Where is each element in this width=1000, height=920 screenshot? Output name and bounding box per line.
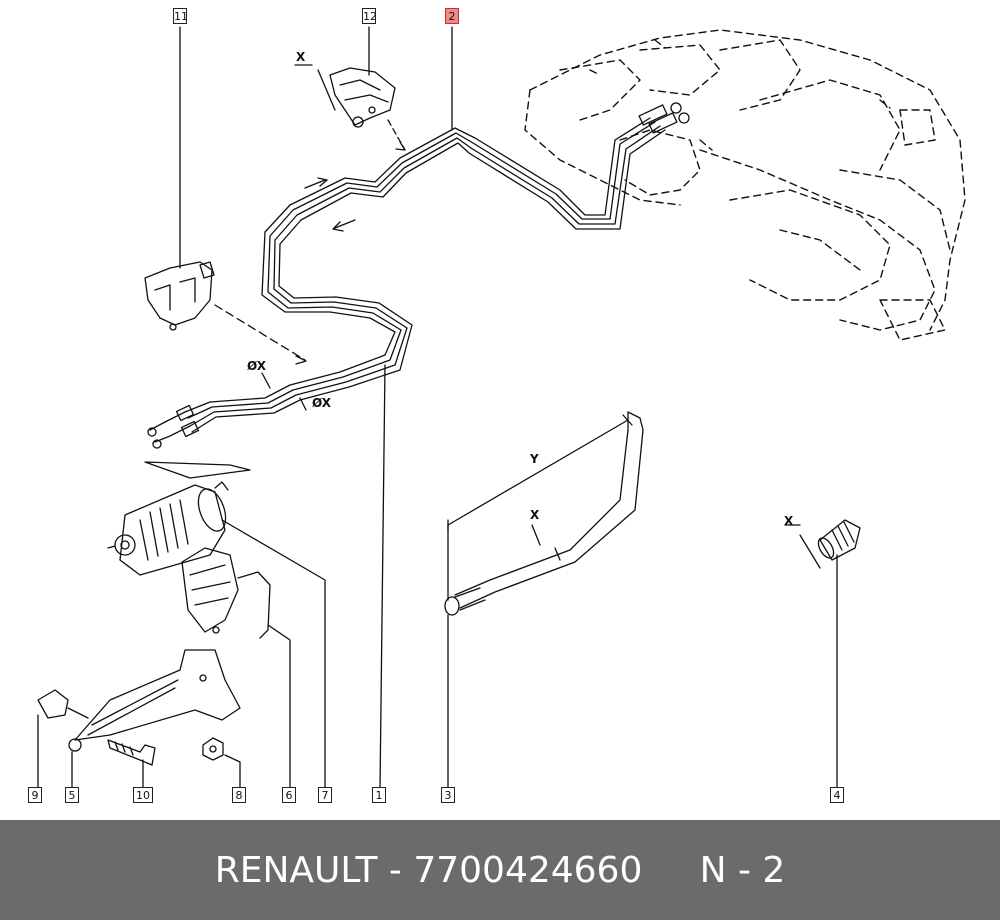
dim-dia-x-b: ØX	[312, 396, 332, 410]
callout-10[interactable]: 10	[133, 787, 153, 803]
clip-11	[144, 261, 307, 365]
pipe-end-fittings-right	[638, 102, 690, 134]
callout-5[interactable]: 5	[65, 787, 79, 803]
callout-11[interactable]: 11	[173, 8, 188, 24]
dim-x-fitting: X	[784, 514, 794, 528]
fitting-4	[784, 519, 861, 789]
vehicle-body-outline	[524, 29, 966, 341]
dim-dia-x-a: ØX	[247, 359, 267, 373]
brake-pipe-bundle	[184, 117, 666, 433]
callout-1[interactable]: 1	[372, 787, 386, 803]
dim-x-clip: X	[296, 50, 306, 64]
parts-diagram	[37, 26, 966, 789]
dia-markers	[261, 372, 307, 411]
dim-x-hose: X	[530, 508, 540, 522]
nut-8	[202, 737, 241, 789]
callout-4[interactable]: 4	[830, 787, 844, 803]
hose-3	[444, 411, 644, 789]
filter-7	[107, 481, 326, 789]
clip-12	[294, 64, 406, 151]
callout-12[interactable]: 12	[362, 8, 377, 24]
diagram-svg	[37, 26, 966, 789]
flow-arrows	[304, 177, 356, 232]
clip-9	[37, 689, 89, 789]
footer-text: RENAULT - 7700424660 N - 2	[214, 849, 786, 891]
bracket-6	[181, 547, 291, 789]
callout-6[interactable]: 6	[282, 787, 296, 803]
part-number-footer: RENAULT - 7700424660 N - 2	[0, 820, 1000, 920]
pipe-end-fittings	[144, 404, 251, 479]
strap-5	[68, 649, 241, 789]
callout-2[interactable]: 2	[445, 8, 459, 24]
leader-1	[379, 364, 386, 789]
bolt-10	[107, 739, 156, 789]
callout-3[interactable]: 3	[441, 787, 455, 803]
dim-y-hose: Y	[530, 452, 539, 466]
callout-9[interactable]: 9	[28, 787, 42, 803]
callout-7[interactable]: 7	[318, 787, 332, 803]
callout-8[interactable]: 8	[232, 787, 246, 803]
